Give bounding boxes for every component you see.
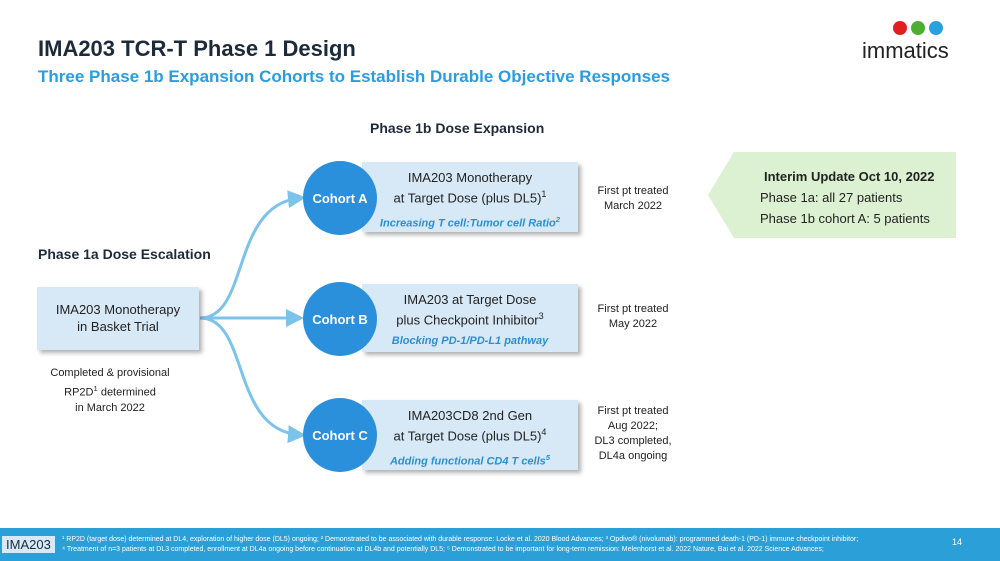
page-number: 14 bbox=[952, 537, 963, 547]
footnote-line: ⁴ Treatment of n=3 patients at DL3 compl… bbox=[62, 546, 824, 553]
phase1a-label: Phase 1a Dose Escalation bbox=[38, 246, 211, 262]
note-line: determined bbox=[97, 386, 156, 399]
footnote-ref: 1 bbox=[541, 189, 547, 199]
cohort-line2: at Target Dose (plus DL5) bbox=[393, 428, 542, 444]
note-line: DL4a ongoing bbox=[598, 450, 668, 462]
cohort-c-circle: Cohort C bbox=[303, 398, 377, 472]
note-line: First pt treated bbox=[597, 303, 669, 315]
cohort-line2: at Target Dose (plus DL5) bbox=[393, 190, 542, 206]
footer-bar: IMA203 ¹ RP2D (target dose) determined a… bbox=[0, 528, 1000, 561]
phase1a-note: Completed & provisional RP2D1 determined… bbox=[30, 366, 190, 416]
page-subtitle: Three Phase 1b Expansion Cohorts to Esta… bbox=[38, 67, 671, 86]
cohort-b-box: IMA203 at Target Dose plus Checkpoint In… bbox=[362, 284, 578, 352]
note-line: May 2022 bbox=[608, 318, 658, 330]
cohort-c-note: First pt treated Aug 2022; DL3 completed… bbox=[583, 404, 683, 464]
note-line: First pt treated bbox=[597, 405, 669, 417]
page-title: IMA203 TCR-T Phase 1 Design bbox=[38, 36, 356, 61]
immatics-logo: immatics bbox=[862, 21, 949, 63]
cohort-b-circle: Cohort B bbox=[303, 282, 377, 356]
phase1a-box-line1: IMA203 Monotherapy bbox=[55, 302, 181, 317]
footnote-line: ¹ RP2D (target dose) determined at DL4, … bbox=[62, 536, 859, 543]
footnotes: ¹ RP2D (target dose) determined at DL4, … bbox=[62, 535, 942, 555]
footnote-ref: 5 bbox=[545, 453, 551, 463]
callout-line: Phase 1a: all 27 patients bbox=[760, 190, 903, 205]
callout-title: Interim Update Oct 10, 2022 bbox=[764, 169, 935, 184]
note-line: RP2D bbox=[64, 386, 94, 399]
cohort-mechanism: Increasing T cell:Tumor cell Ratio bbox=[379, 217, 556, 230]
callout-line: Phase 1b cohort A: 5 patients bbox=[760, 211, 930, 226]
note-line: DL3 completed, bbox=[594, 435, 672, 447]
cohort-mechanism: Blocking PD-1/PD-L1 pathway bbox=[391, 335, 549, 348]
note-line: Completed & provisional bbox=[50, 367, 170, 379]
cohort-a-note: First pt treated March 2022 bbox=[583, 184, 683, 214]
cohort-mechanism: Adding functional CD4 T cells bbox=[389, 455, 546, 468]
cohort-a-box: IMA203 Monotherapy at Target Dose (plus … bbox=[362, 162, 578, 232]
footnote-ref: 1 bbox=[93, 384, 98, 393]
phase1a-box: IMA203 Monotherapy in Basket Trial bbox=[37, 287, 199, 350]
phase1b-label: Phase 1b Dose Expansion bbox=[370, 120, 545, 136]
program-tag: IMA203 bbox=[2, 536, 55, 553]
note-line: Aug 2022; bbox=[607, 420, 659, 432]
cohort-b-note: First pt treated May 2022 bbox=[583, 302, 683, 332]
note-line: in March 2022 bbox=[75, 401, 145, 414]
phase1a-box-line2: in Basket Trial bbox=[77, 319, 159, 334]
cohort-line1: IMA203CD8 2nd Gen bbox=[407, 408, 533, 423]
cohort-line2: plus Checkpoint Inhibitor bbox=[396, 312, 539, 328]
interim-update-callout: Interim Update Oct 10, 2022 Phase 1a: al… bbox=[708, 152, 956, 238]
footnote-ref: 4 bbox=[541, 427, 547, 437]
cohort-c-box: IMA203CD8 2nd Gen at Target Dose (plus D… bbox=[362, 400, 578, 470]
note-line: First pt treated bbox=[597, 185, 669, 197]
svg-text:immatics: immatics bbox=[862, 38, 949, 63]
note-line: March 2022 bbox=[603, 200, 663, 212]
footnote-ref: 3 bbox=[538, 311, 544, 321]
cohort-a-circle: Cohort A bbox=[303, 161, 377, 235]
cohort-line1: IMA203 Monotherapy bbox=[407, 170, 533, 185]
footnote-ref: 2 bbox=[555, 215, 561, 225]
cohort-line1: IMA203 at Target Dose bbox=[403, 292, 537, 307]
